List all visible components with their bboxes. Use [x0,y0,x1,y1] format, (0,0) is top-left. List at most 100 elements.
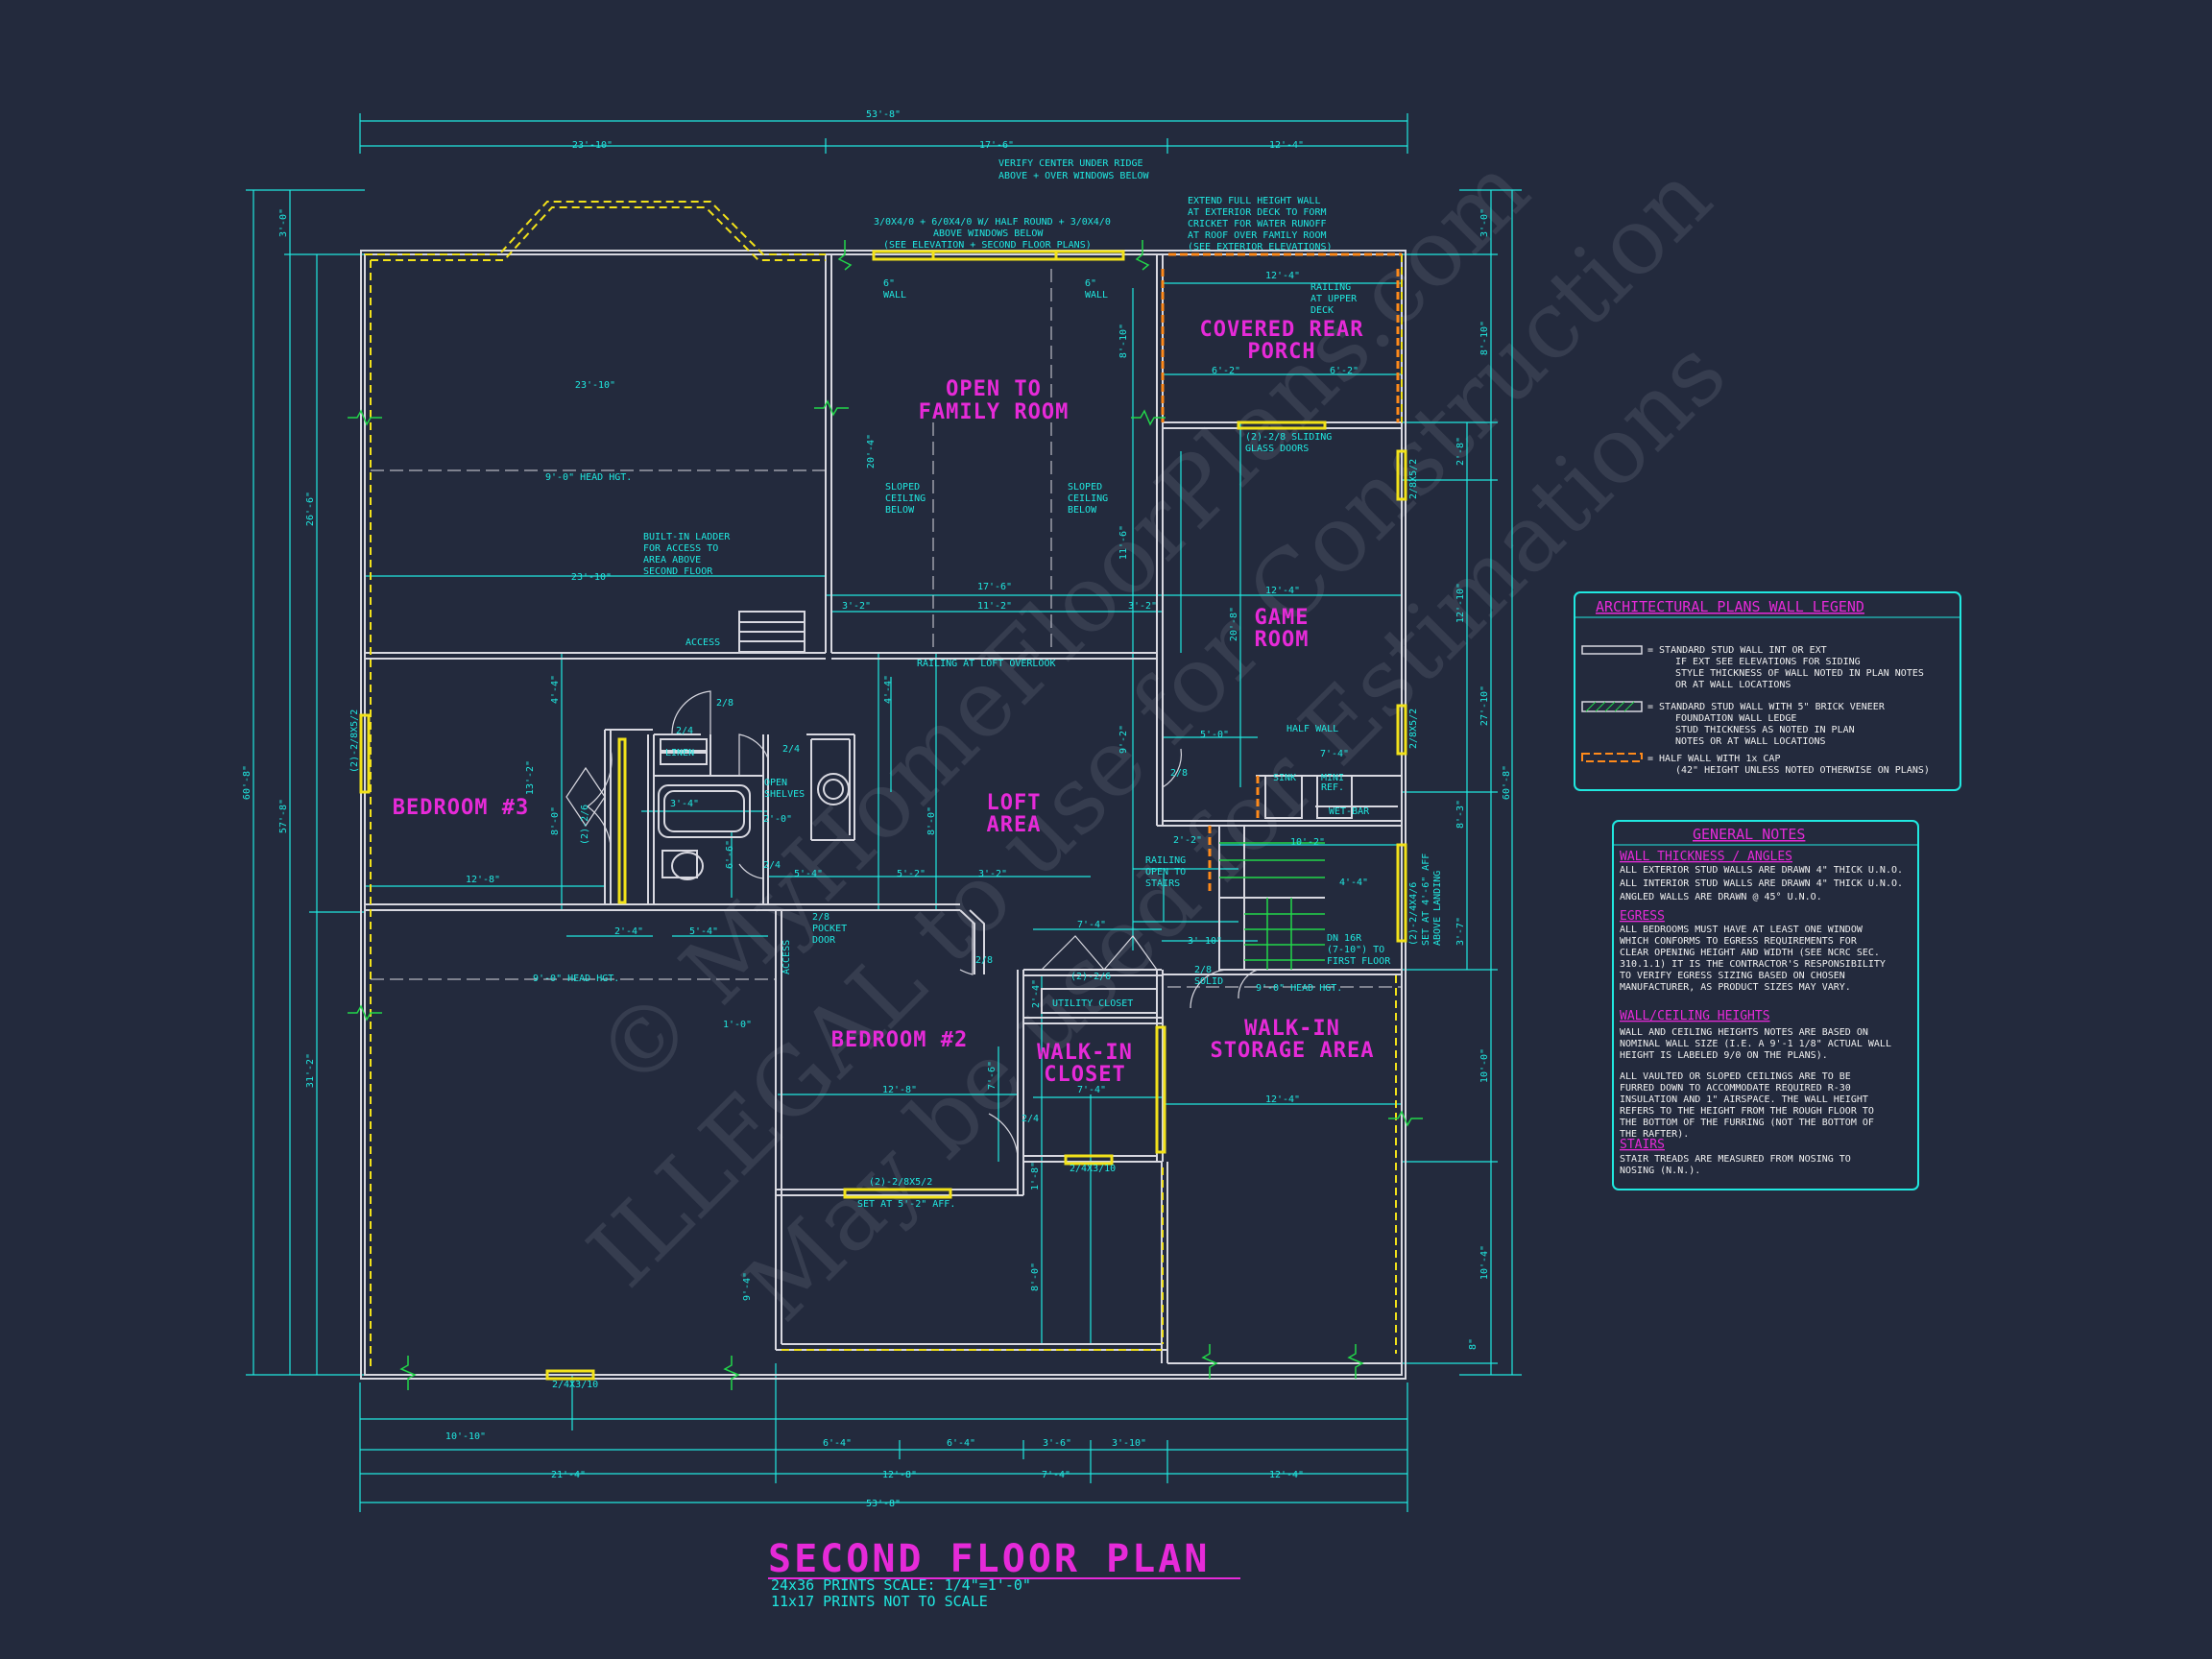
note-sloped-b-1: SLOPED [1068,482,1102,493]
dim-right-d: 12'-10" [1455,583,1466,623]
notes-h3: WALL/CEILING HEIGHTS [1620,1009,1770,1023]
notes-t2-3: CLEAR OPENING HEIGHT AND WIDTH (SEE NCRC… [1620,948,1880,958]
dim-in-ap: 9'-4" [742,1272,753,1301]
dim-in-l: 5'-0" [1200,730,1229,740]
vertical-dimension-labels: 60'-8" 57'-8" 26'-6" 3'-0" 31'-2" 60'-8"… [242,208,1512,1350]
legend-item1-1: = STANDARD STUD WALL INT OR EXT [1647,645,1827,656]
notes-t4-2: NOSING (N.N.). [1620,1166,1700,1176]
legend-item2-2: FOUNDATION WALL LEDGE [1675,713,1796,724]
dim-left-b: 26'-6" [305,492,316,526]
dim-in-am: 4'-4" [883,675,894,704]
notes-t2-6: MANUFACTURER, AS PRODUCT SIZES MAY VARY. [1620,982,1851,993]
dim-in-al: 6'-6" [725,840,735,869]
note-ladder-2: FOR ACCESS TO [643,543,718,554]
dim-bottom-i: 3'-10" [1112,1438,1146,1449]
note-wall6-a-2: WALL [883,290,906,301]
note-sink: SINK [1273,773,1296,783]
notes-t3-4: ALL VAULTED OR SLOPED CEILINGS ARE TO BE [1620,1071,1851,1082]
dim-in-h: 6'-2" [1212,366,1240,376]
room-storage-line1: WALK-IN [1244,1017,1340,1041]
windows [359,250,1407,1381]
room-loft-line2: AREA [987,813,1042,837]
note-ladder-4: SECOND FLOOR [643,566,713,577]
note-sloped-b-2: CEILING [1068,493,1108,504]
note-win-b2-2: SET AT 5'-2" AFF. [857,1199,955,1210]
note-head-hgt-3: 9'-0" HEAD HGT. [1256,983,1342,994]
dim-in-j: 12'-4" [1265,586,1300,596]
dim-right-overall: 60'-8" [1502,765,1512,800]
note-extend-2: AT EXTERIOR DECK TO FORM [1188,207,1327,218]
dimension-labels: 53'-8" 23'-10" 17'-6" 12'-4" 53'-8" 21'-… [445,109,1368,1509]
dim-right-c: 2'-8" [1455,437,1466,466]
dim-in-o: 4'-4" [1339,878,1368,888]
dim-in-aj: 4'-4" [550,675,561,704]
legend-item2-1: = STANDARD STUD WALL WITH 5" BRICK VENEE… [1647,702,1886,712]
legend-title: ARCHITECTURAL PLANS WALL LEGEND [1596,598,1864,615]
note-head-hgt-1: 9'-0" HEAD HGT. [545,472,632,483]
note-win-b2-1: (2)-2/8X5/2 [869,1177,932,1188]
note-win-b3b: (2)-2/6 [580,805,590,845]
dim-left-a: 57'-8" [278,799,289,833]
note-dn-3: FIRST FLOOR [1327,956,1391,967]
note-extend-4: AT ROOF OVER FAMILY ROOM [1188,230,1327,241]
wall-legend-panel: ARCHITECTURAL PLANS WALL LEGEND = STANDA… [1574,591,1961,791]
notes-t2-4: 310.1.1) IT IS THE CONTRACTOR'S RESPONSI… [1620,959,1886,970]
note-railing-stairs-3: STAIRS [1145,878,1180,889]
legend-item3-2: (42" HEIGHT UNLESS NOTED OTHERWISE ON PL… [1675,765,1930,776]
dim-in-w: 3'-2" [978,869,1007,879]
dim-top-b: 17'-6" [979,140,1014,151]
dim-in-ah: 9'-2" [1118,725,1129,754]
dim-bottom-c: 7'-4" [1042,1470,1070,1480]
note-wall6-b-1: 6" [1085,278,1096,289]
notes-t3-6: INSULATION AND 1" AIRSPACE. THE WALL HEI… [1620,1094,1868,1105]
dim-bottom-overall: 53'-8" [866,1499,901,1509]
notes-h4: STAIRS [1620,1138,1665,1152]
room-game-line2: ROOM [1255,628,1310,652]
note-access-2: ACCESS [781,940,792,974]
note-window-1: 3/0X4/0 + 6/0X4/0 W/ HALF ROUND + 3/0X4/… [874,217,1111,228]
note-win-game-2: 2/8X5/2 [1408,709,1419,749]
dim-bottom-a: 21'-4" [551,1470,586,1480]
note-dn-2: (7-10") TO [1327,945,1384,955]
note-sliding-1: (2)-2/8 SLIDING [1245,432,1332,443]
note-door-26: (2)-2/6 [1070,972,1111,982]
note-door-28a: 2/8 [716,698,733,709]
dim-in-z: 3'-4" [670,799,699,809]
dim-in-as: 2'-4" [1031,979,1042,1008]
note-extend-5: (SEE EXTERIOR ELEVATIONS) [1188,242,1333,252]
note-ladder-3: AREA ABOVE [643,555,701,565]
dim-in-an: 8'-0" [926,806,937,835]
dim-in-n: 10'-2" [1290,837,1325,848]
note-linen: LINEN [665,748,694,758]
note-railing-2: AT UPPER [1310,294,1358,304]
dim-in-v: 5'-2" [897,869,926,879]
note-ladder-1: BUILT-IN LADDER [643,532,731,542]
dim-bottom-g: 6'-4" [947,1438,975,1449]
break-marks [348,240,1423,1390]
notes-t4-1: STAIR TREADS ARE MEASURED FROM NOSING TO [1620,1154,1851,1165]
watermark-line-2: ILLEGAL to use for Construction [568,144,1732,1308]
notes-t3-5: FURRED DOWN TO ACCOMMODATE REQUIRED R-30 [1620,1083,1851,1094]
note-extend-1: EXTEND FULL HEIGHT WALL [1188,196,1320,206]
dim-in-ag: 20'-8" [1229,607,1239,641]
legend-item1-2: IF EXT SEE ELEVATIONS FOR SIDING [1675,657,1861,667]
dim-bottom-e: 10'-10" [445,1431,486,1442]
legend-item1-3: STYLE THICKNESS OF WALL NOTED IN PLAN NO… [1675,668,1924,679]
note-door-24c: 2/4 [763,860,781,871]
notes-t2-2: WHICH CONFORMS TO EGRESS REQUIREMENTS FO… [1620,936,1858,947]
dim-in-e: 3'-2" [1128,601,1157,612]
notes-t3-2: NOMINAL WALL SIZE (I.E. A 9'-1 1/8" ACTU… [1620,1039,1891,1049]
note-sloped-b-3: BELOW [1068,505,1097,516]
note-railing-3: DECK [1310,305,1334,316]
dim-in-q: 12'-4" [1265,1094,1300,1105]
dim-top-overall: 53'-8" [866,109,901,120]
note-sloped-a-2: CEILING [885,493,926,504]
note-pocket-2: POCKET [812,924,847,934]
dim-right-e: 27'-10" [1479,685,1490,726]
dim-in-i: 6'-2" [1330,366,1358,376]
note-wall6-b-2: WALL [1085,290,1108,301]
note-sloped-a-1: SLOPED [885,482,920,493]
general-notes-panel: GENERAL NOTES WALL THICKNESS / ANGLES AL… [1612,820,1919,1190]
notes-title: GENERAL NOTES [1693,826,1805,843]
notes-t1-3: ANGLED WALLS ARE DRAWN @ 45° U.N.O. [1620,892,1822,902]
